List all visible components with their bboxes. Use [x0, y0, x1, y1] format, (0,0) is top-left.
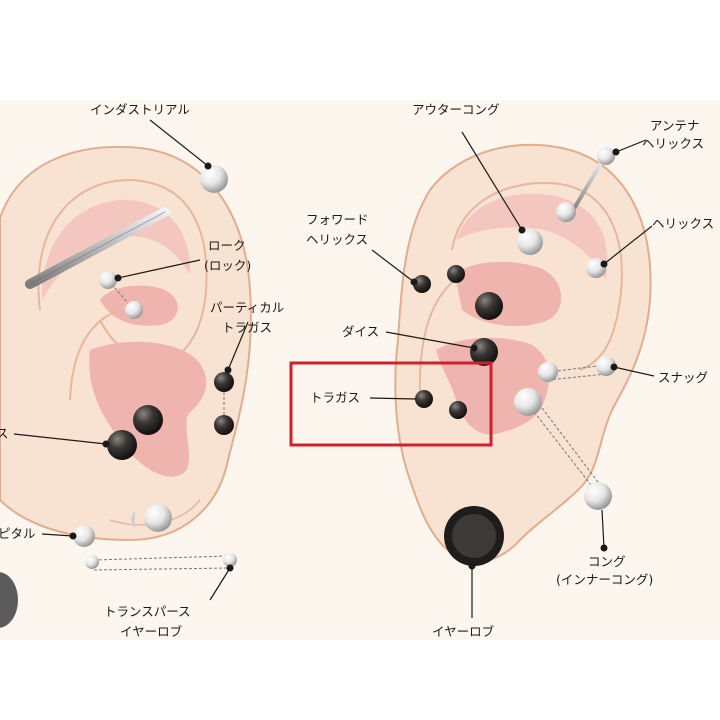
- label-conch-2: (インナーコング): [556, 572, 653, 587]
- partial-tragus-ball-bottom: [214, 415, 234, 435]
- label-helix: ヘリックス: [652, 216, 714, 231]
- industrial-ball: [200, 165, 228, 193]
- label-antenna-helix-2: ヘリックス: [642, 136, 704, 151]
- rook-ball-top: [99, 271, 117, 289]
- label-conch-cut: ピタル: [0, 526, 36, 541]
- left-edge-ball: [73, 525, 95, 547]
- daith-ball-r-top: [475, 292, 503, 320]
- label-partial-tragus-2: トラガス: [222, 320, 272, 335]
- right-ear: アウターコング アンテナ ヘリックス フォワード ヘリックス ヘリックス ダイス…: [289, 102, 714, 639]
- antenna-helix-top: [597, 147, 615, 165]
- forward-helix-ball-1: [413, 275, 431, 293]
- label-industrial: インダストリアル: [90, 102, 190, 117]
- label-partial-tragus-1: パーティカル: [210, 300, 284, 315]
- label-tragus: トラガス: [310, 390, 360, 405]
- daith-ball-top: [133, 405, 163, 435]
- label-forward-helix-2: ヘリックス: [306, 232, 368, 247]
- label-antenna-helix-1: アンテナ: [650, 118, 700, 133]
- antenna-helix-bottom: [556, 202, 576, 222]
- outer-conch-ball: [517, 229, 543, 255]
- snug-ball-inner: [538, 362, 558, 382]
- conch-ball: [144, 504, 172, 532]
- left-antihelix: [69, 309, 121, 401]
- transverse-ball-right: [223, 553, 237, 567]
- top-margin: [0, 0, 720, 100]
- daith-ball-r-bottom: [470, 338, 498, 366]
- label-daith: ダイス: [342, 324, 379, 339]
- transverse-ball-left: [85, 555, 99, 569]
- inner-conch-ball: [514, 388, 542, 416]
- label-rook-2: (ロック): [204, 258, 251, 273]
- label-transverse-2: イヤーロブ: [120, 624, 183, 639]
- label-earlobe: イヤーロブ: [432, 624, 495, 639]
- bottom-margin: [0, 640, 720, 720]
- earlobe-plug-inner: [452, 514, 496, 558]
- left-ear: インダストリアル ローク (ロック) パーティカル トラガス ス ピタル トラン…: [0, 102, 284, 639]
- label-snug: スナッグ: [658, 370, 708, 385]
- right-helix-rim: [451, 182, 623, 371]
- tragus-ball-1: [415, 390, 433, 408]
- label-outer-conch: アウターコング: [412, 102, 500, 117]
- rook-ball-bottom: [125, 301, 143, 319]
- label-transverse-1: トランスパース: [104, 604, 191, 619]
- daith-ball-bottom: [107, 430, 137, 460]
- conch-back-ball-r: [584, 482, 612, 510]
- label-forward-helix-1: フォワード: [306, 212, 369, 227]
- forward-helix-ball-2: [447, 265, 465, 283]
- partial-tragus-ball-top: [214, 372, 234, 392]
- tragus-highlight-box: [289, 361, 493, 447]
- label-rook-1: ローク: [208, 238, 246, 253]
- right-antihelix: [418, 279, 456, 401]
- side-button-icon[interactable]: [0, 572, 18, 628]
- snug-ball-outer: [596, 356, 616, 376]
- label-conch-1: コング: [588, 554, 626, 569]
- conch-back-ball: [131, 512, 135, 528]
- ear-piercing-diagram: インダストリアル ローク (ロック) パーティカル トラガス ス ピタル トラン…: [0, 100, 720, 640]
- tragus-ball-2: [449, 401, 467, 419]
- label-daith-cut: ス: [0, 426, 9, 441]
- left-scapha: [41, 199, 191, 300]
